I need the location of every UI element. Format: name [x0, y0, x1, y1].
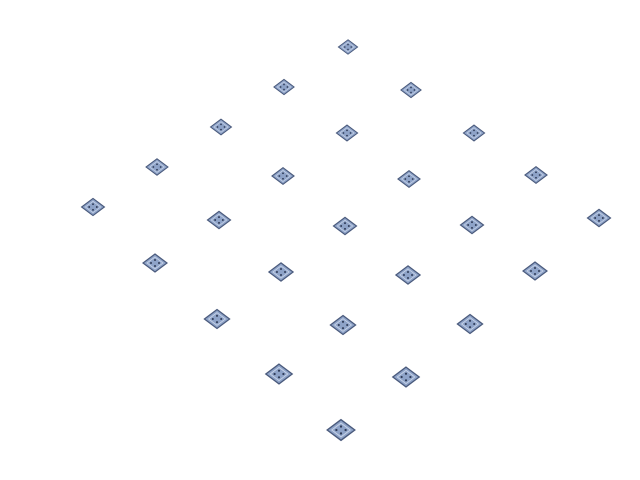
tile-grid-scene — [80, 39, 612, 442]
